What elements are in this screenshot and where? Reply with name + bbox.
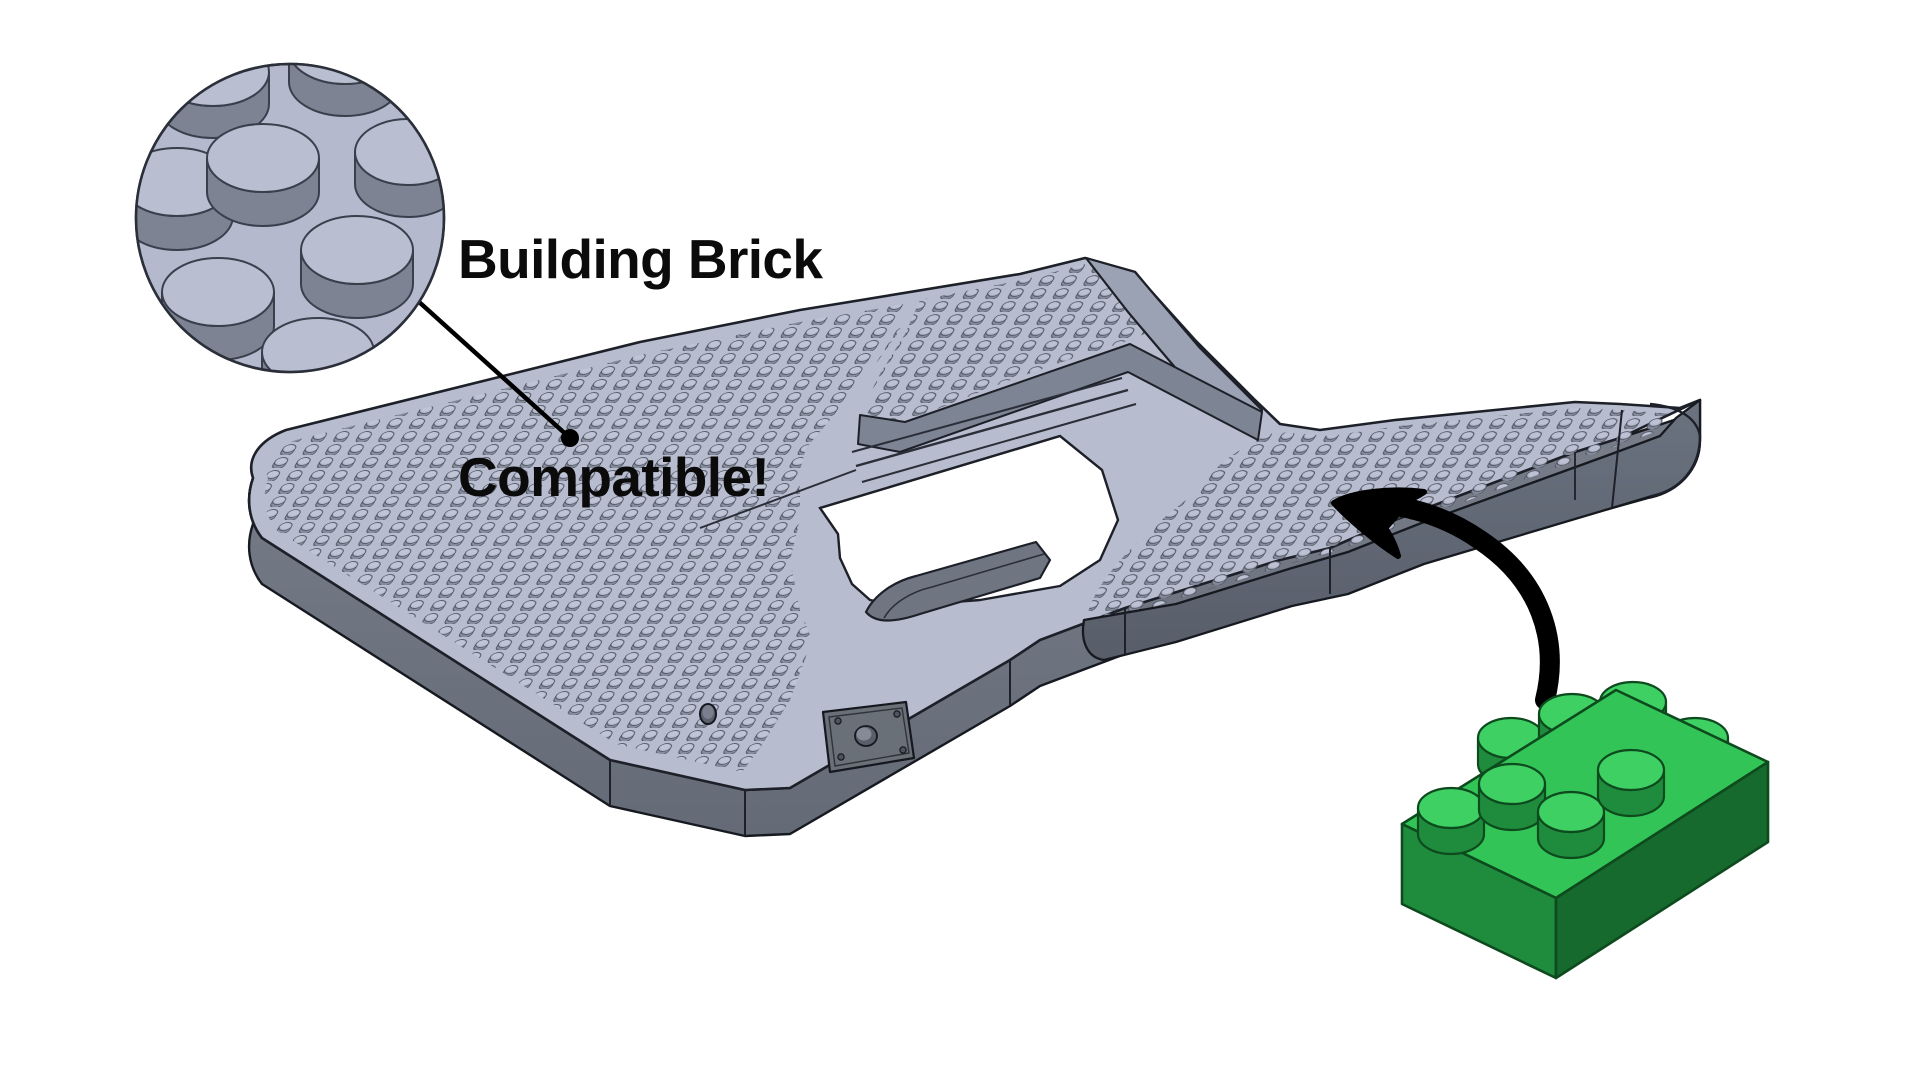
- left-corner-seam: [247, 477, 263, 539]
- arrow-head: [1331, 487, 1427, 559]
- groove-line-3: [861, 403, 1137, 483]
- big-stud: [136, 147, 234, 251]
- screw-hole-2: [893, 710, 901, 718]
- leader-dot: [561, 429, 579, 447]
- upper-arm-top: [862, 264, 1168, 420]
- headline-line-1: Building Brick: [458, 228, 823, 291]
- big-stud: [354, 118, 444, 218]
- inner-slot: [864, 540, 1052, 622]
- callout-circle-border: [134, 62, 446, 374]
- curved-pointer-arrow: [1331, 487, 1560, 710]
- magnified-stud-detail: [134, 62, 579, 447]
- mount-center-hole-highlight: [856, 727, 872, 741]
- brick-stud: [1416, 786, 1486, 856]
- big-stud: [206, 123, 320, 227]
- brick-stud: [1596, 748, 1666, 818]
- brick-stud: [1536, 790, 1606, 860]
- front-panel-seams: [609, 452, 1576, 836]
- lower-arm-structure: [1081, 398, 1702, 662]
- studded-baseplate-chassis: [247, 256, 1702, 838]
- brick-stud: [1477, 762, 1547, 832]
- notch-upper-edge: [818, 434, 1103, 535]
- page-headline: Building Brick Compatible!: [458, 78, 978, 659]
- center-v-notch: [818, 434, 1120, 622]
- groove-line-4: [699, 469, 857, 529]
- leader-line: [405, 289, 573, 441]
- green-2x4-brick: [1400, 680, 1770, 980]
- brick-right-face: [1554, 760, 1770, 980]
- mount-plate-inner-edge: [828, 707, 910, 767]
- groove-line-1: [851, 377, 1123, 453]
- headline-line-2: Compatible!: [458, 445, 770, 508]
- brick-studs-front-row: [1416, 748, 1666, 860]
- big-stud: [136, 321, 193, 372]
- bottom-mounting-plate: [821, 700, 916, 774]
- screw-hole-1: [834, 717, 842, 725]
- inner-slot-edge: [883, 553, 1045, 619]
- screw-hole-3: [837, 753, 845, 761]
- big-stud: [161, 257, 275, 361]
- groove-line-2: [855, 388, 1129, 468]
- alignment-hole: [699, 703, 717, 725]
- big-stud: [300, 215, 414, 319]
- big-stud: [156, 64, 270, 139]
- right-tip-split: [1611, 409, 1623, 509]
- right-tip-seam: [1649, 402, 1702, 498]
- stud-field-main: [264, 304, 905, 772]
- screw-hole-4: [899, 746, 907, 754]
- upper-arm-structure: [699, 256, 1264, 529]
